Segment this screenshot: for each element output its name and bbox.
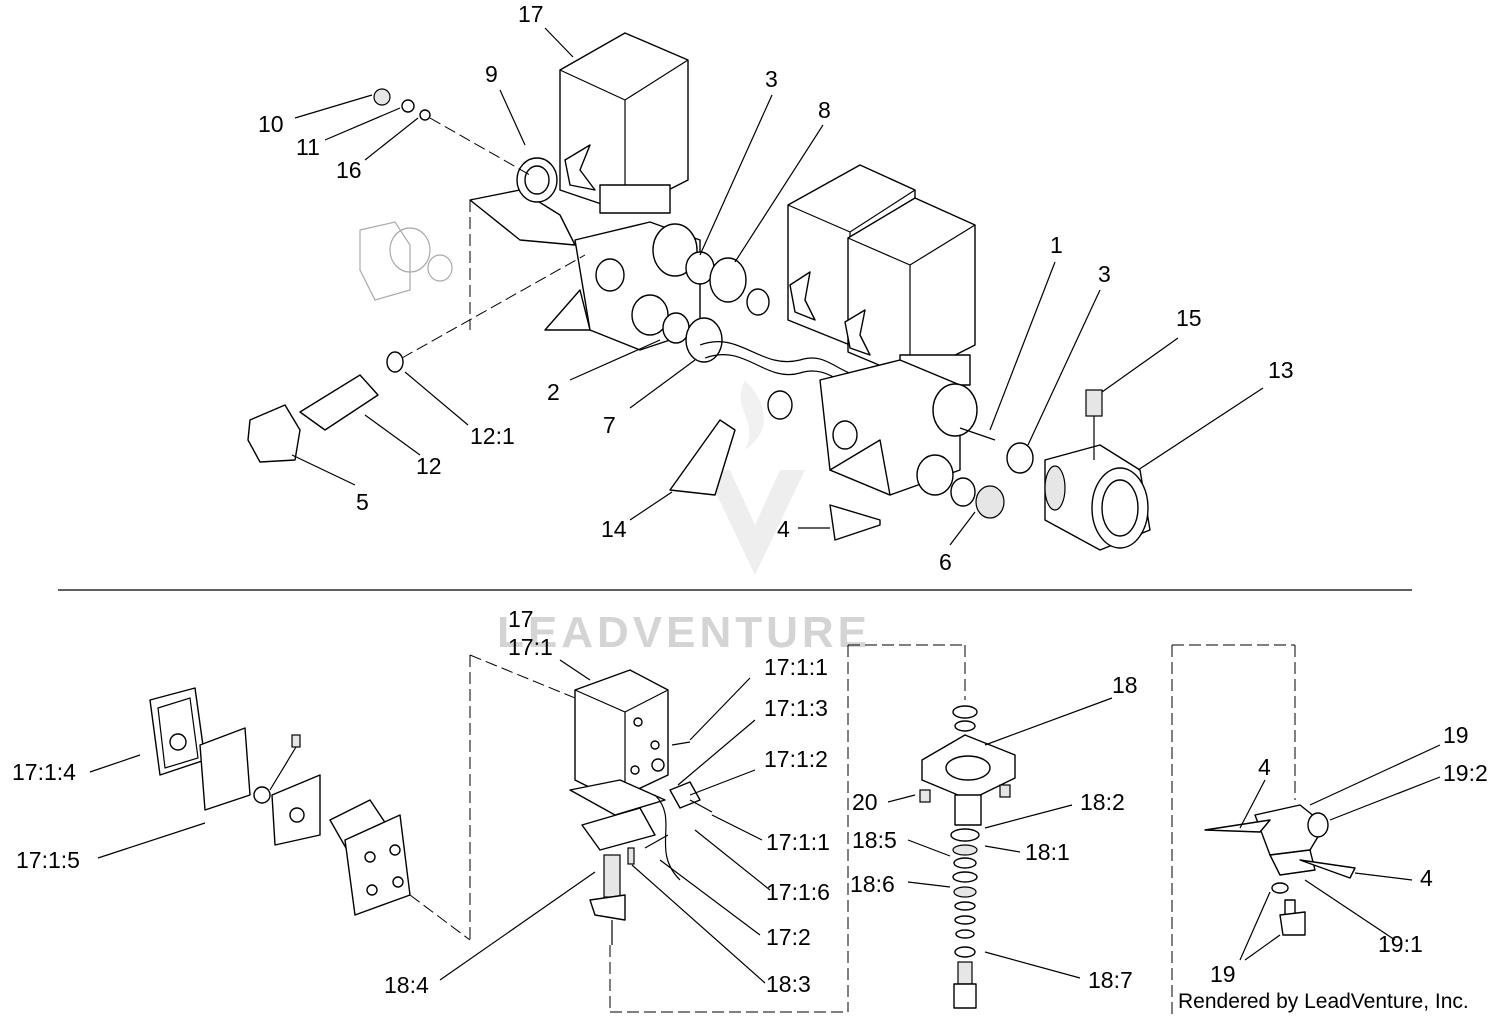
label-17-1-4: 17:1:4 (12, 759, 76, 785)
label-18: 18 (1112, 672, 1138, 698)
label-5: 5 (356, 489, 369, 515)
stem-19 (1279, 911, 1306, 936)
nut-10 (373, 88, 391, 106)
watermark-logo (705, 380, 805, 575)
label-19-upper: 19 (1443, 722, 1469, 748)
fitting-7 (685, 317, 723, 363)
label-17-1-1-lower: 17:1:1 (766, 829, 830, 855)
top-labels: 17 9 3 8 10 11 16 1 3 15 13 2 7 12:1 12 … (258, 1, 1294, 575)
label-18-1: 18:1 (1025, 839, 1070, 865)
top-leader-lines (291, 27, 1264, 546)
label-19-lower: 19 (1210, 961, 1236, 987)
gasket-17-1-5 (199, 727, 251, 811)
screw-20-b (999, 784, 1011, 798)
handle-17-1-2 (669, 781, 701, 809)
label-11: 11 (296, 134, 320, 160)
label-9: 9 (485, 61, 498, 87)
label-6: 6 (939, 549, 952, 575)
label-3-upper: 3 (765, 66, 778, 92)
cap-6 (975, 485, 1005, 519)
lever-4b (1299, 859, 1356, 879)
lever-4a (1204, 819, 1271, 833)
bottom-assembly-drawing (149, 644, 1356, 1015)
label-12: 12 (416, 453, 442, 479)
label-1: 1 (1050, 232, 1063, 258)
watermark-text: LEADVENTURE (497, 608, 871, 657)
label-17-1-3: 17:1:3 (764, 695, 828, 721)
label-12-1: 12:1 (470, 423, 515, 449)
label-3-right: 3 (1098, 261, 1111, 287)
label-19-1: 19:1 (1378, 931, 1423, 957)
label-19-2: 19:2 (1443, 760, 1488, 786)
washer-11 (401, 99, 415, 113)
housing-13 (1044, 444, 1151, 551)
top-assembly-drawing (247, 32, 1151, 551)
bracket-14 (669, 419, 736, 496)
valve-body-right (767, 359, 978, 496)
label-17-1: 17:1 (508, 634, 553, 660)
bracket-left (469, 189, 576, 246)
handle-left (564, 144, 596, 191)
label-20: 20 (852, 789, 878, 815)
label-18-5: 18:5 (852, 827, 897, 853)
elbow-fitting-faint (359, 221, 453, 301)
hose-barb-12 (299, 374, 379, 431)
label-18-6: 18:6 (850, 871, 895, 897)
gasket-4 (829, 504, 881, 541)
oring-2 (662, 312, 690, 344)
flange-18 (921, 734, 1016, 826)
oring-6 (950, 477, 976, 507)
solenoid-17-1 (569, 669, 669, 816)
cover-17-1-4 (149, 687, 206, 776)
label-17-top: 17 (518, 1, 544, 27)
credit-text: Rendered by LeadVenture, Inc. (1178, 990, 1469, 1013)
screw-20-a (919, 789, 931, 803)
label-17-2: 17:2 (766, 924, 811, 950)
solenoid-17-top (559, 32, 689, 214)
label-17-1-6: 17:1:6 (766, 879, 830, 905)
label-7: 7 (603, 412, 616, 438)
plate-17-2 (581, 807, 656, 851)
screw-top (291, 734, 301, 748)
solenoid-pair-right (787, 164, 976, 386)
label-17-1-1-upper: 17:1:1 (764, 654, 828, 680)
label-18-2: 18:2 (1080, 789, 1125, 815)
valve-19 (1254, 804, 1329, 876)
label-4-bottom-right: 4 (1420, 865, 1433, 891)
label-4-top: 4 (777, 516, 790, 542)
washer-16 (419, 109, 431, 121)
label-17-1-2: 17:1:2 (764, 746, 828, 772)
fitting-8 (709, 257, 747, 303)
label-4-bottom-left: 4 (1258, 754, 1271, 780)
bottom-labels: 17 17:1 17:1:1 17:1:3 17:1:2 17:1:1 17:1… (12, 606, 1488, 998)
label-10: 10 (258, 111, 284, 137)
label-18-7: 18:7 (1088, 967, 1133, 993)
label-17-bottom: 17 (508, 606, 534, 632)
oring-12-1 (386, 351, 404, 373)
bottom-leader-lines (89, 659, 1441, 984)
nut-5 (247, 404, 301, 463)
label-8: 8 (818, 97, 831, 123)
stem-18-4 (603, 854, 621, 898)
label-16: 16 (336, 157, 362, 183)
label-18-4: 18:4 (384, 972, 429, 998)
screw-18-3 (627, 847, 635, 865)
fitting-15 (1085, 389, 1103, 417)
label-15: 15 (1176, 305, 1202, 331)
seal-stack-18 (950, 828, 980, 1009)
label-2: 2 (547, 379, 560, 405)
label-17-1-5: 17:1:5 (16, 847, 80, 873)
label-13: 13 (1268, 357, 1294, 383)
oring-3b (1006, 442, 1034, 474)
label-14: 14 (601, 516, 627, 542)
label-18-3: 18:3 (766, 971, 811, 997)
